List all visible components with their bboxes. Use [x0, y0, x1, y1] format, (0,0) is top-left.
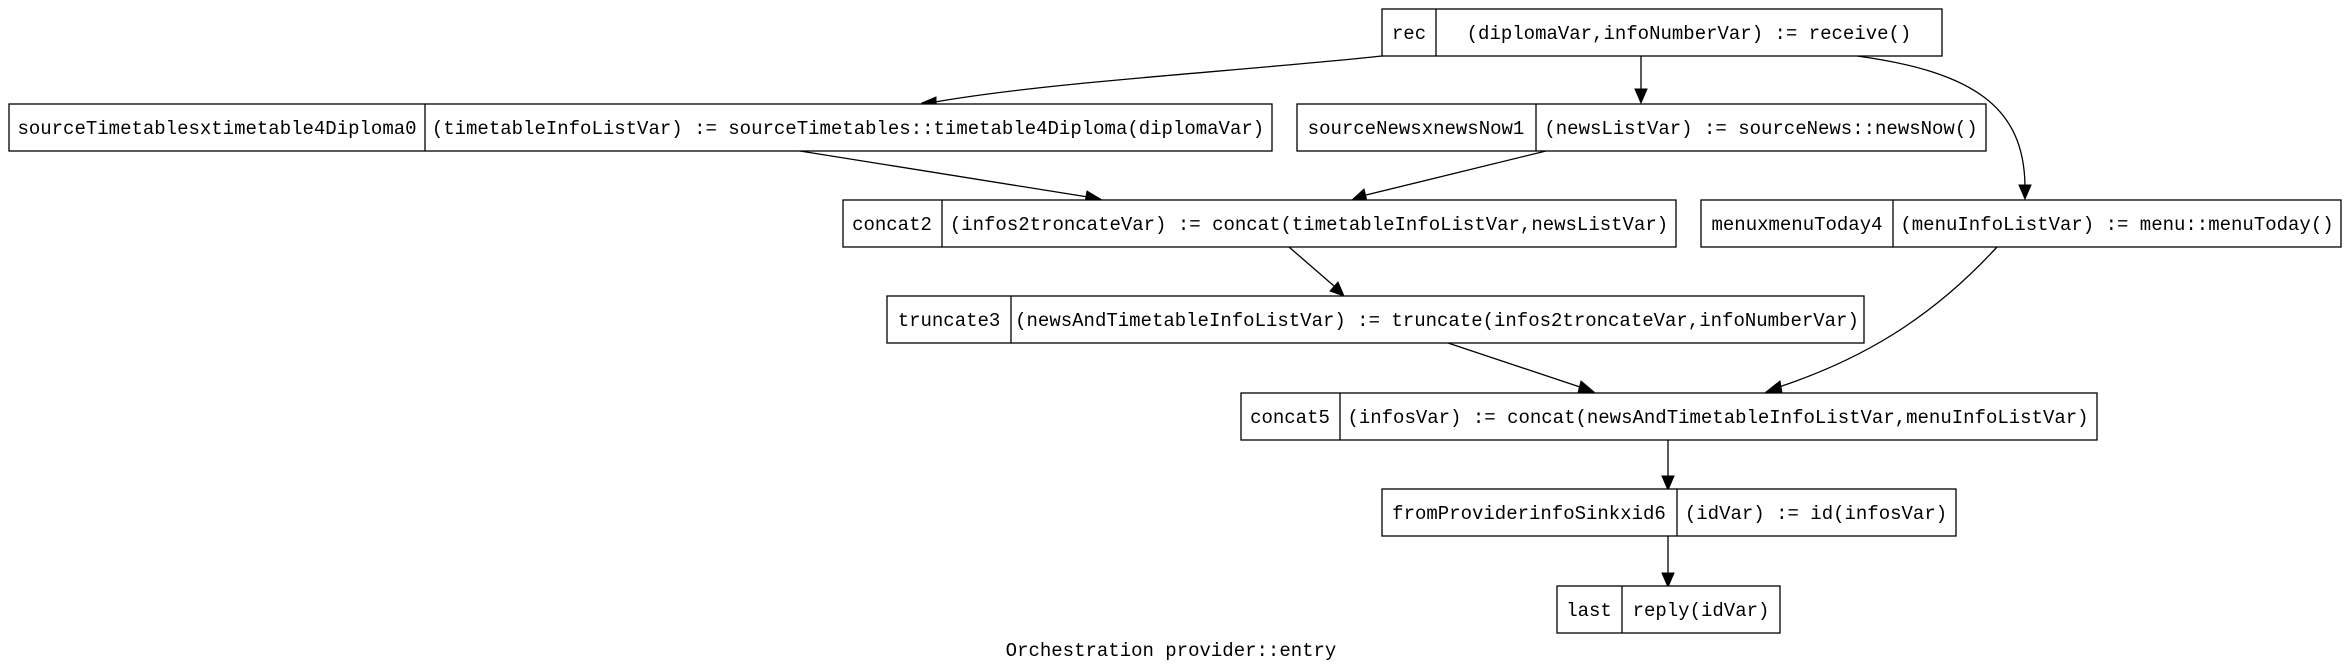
edge-concat5-to-from-provider — [1661, 440, 1675, 492]
node-name: menuxmenuToday4 — [1711, 214, 1882, 236]
edge-source-timetables-to-concat2 — [799, 150, 1104, 204]
node-action: reply(idVar) — [1633, 600, 1770, 622]
node-concat5: concat5 (infosVar) := concat(newsAndTime… — [1240, 392, 2098, 441]
node-from-provider: fromProviderinfoSinkxid6 (idVar) := id(i… — [1381, 488, 1957, 537]
edge-rec-to-menu — [1856, 55, 2032, 201]
node-name: last — [1566, 600, 1612, 622]
node-name: concat5 — [1250, 407, 1330, 429]
node-name: sourceNewsxnewsNow1 — [1308, 118, 1525, 140]
node-last: last reply(idVar) — [1556, 585, 1781, 634]
node-menu: menuxmenuToday4 (menuInfoListVar) := men… — [1700, 199, 2342, 248]
edge-rec-to-source-timetables — [920, 55, 1383, 110]
node-action: (timetableInfoListVar) := sourceTimetabl… — [432, 118, 1264, 140]
node-name: rec — [1392, 23, 1426, 45]
node-concat2: concat2 (infos2troncateVar) := concat(ti… — [842, 199, 1677, 248]
node-source-timetables: sourceTimetablesxtimetable4Diploma0 (tim… — [8, 103, 1273, 152]
node-name: truncate3 — [898, 310, 1001, 332]
node-name: fromProviderinfoSinkxid6 — [1392, 503, 1666, 525]
node-name: concat2 — [852, 214, 932, 236]
node-action: (infosVar) := concat(newsAndTimetableInf… — [1347, 407, 2088, 429]
node-rec: rec (diplomaVar,infoNumberVar) := receiv… — [1381, 8, 1943, 57]
node-source-news: sourceNewsxnewsNow1 (newsListVar) := sou… — [1296, 103, 1987, 152]
edge-from-provider-to-last — [1661, 536, 1675, 589]
node-truncate3: truncate3 (newsAndTimetableInfoListVar) … — [886, 295, 1865, 344]
edge-truncate3-to-concat5 — [1447, 342, 1596, 394]
node-action: (menuInfoListVar) := menu::menuToday() — [1900, 214, 2333, 236]
node-action: (idVar) := id(infosVar) — [1685, 503, 1947, 525]
edge-concat2-to-truncate3 — [1288, 246, 1345, 297]
edge-rec-to-source-news — [1634, 56, 1648, 105]
node-name: sourceTimetablesxtimetable4Diploma0 — [17, 118, 416, 140]
edge-source-news-to-concat2 — [1350, 150, 1547, 202]
node-action: (infos2troncateVar) := concat(timetableI… — [950, 214, 1668, 236]
diagram-caption: Orchestration provider::entry — [1006, 640, 1337, 662]
node-action: (newsAndTimetableInfoListVar) := truncat… — [1015, 310, 1859, 332]
node-action: (diplomaVar,infoNumberVar) := receive() — [1467, 23, 1912, 45]
node-action: (newsListVar) := sourceNews::newsNow() — [1544, 118, 1977, 140]
